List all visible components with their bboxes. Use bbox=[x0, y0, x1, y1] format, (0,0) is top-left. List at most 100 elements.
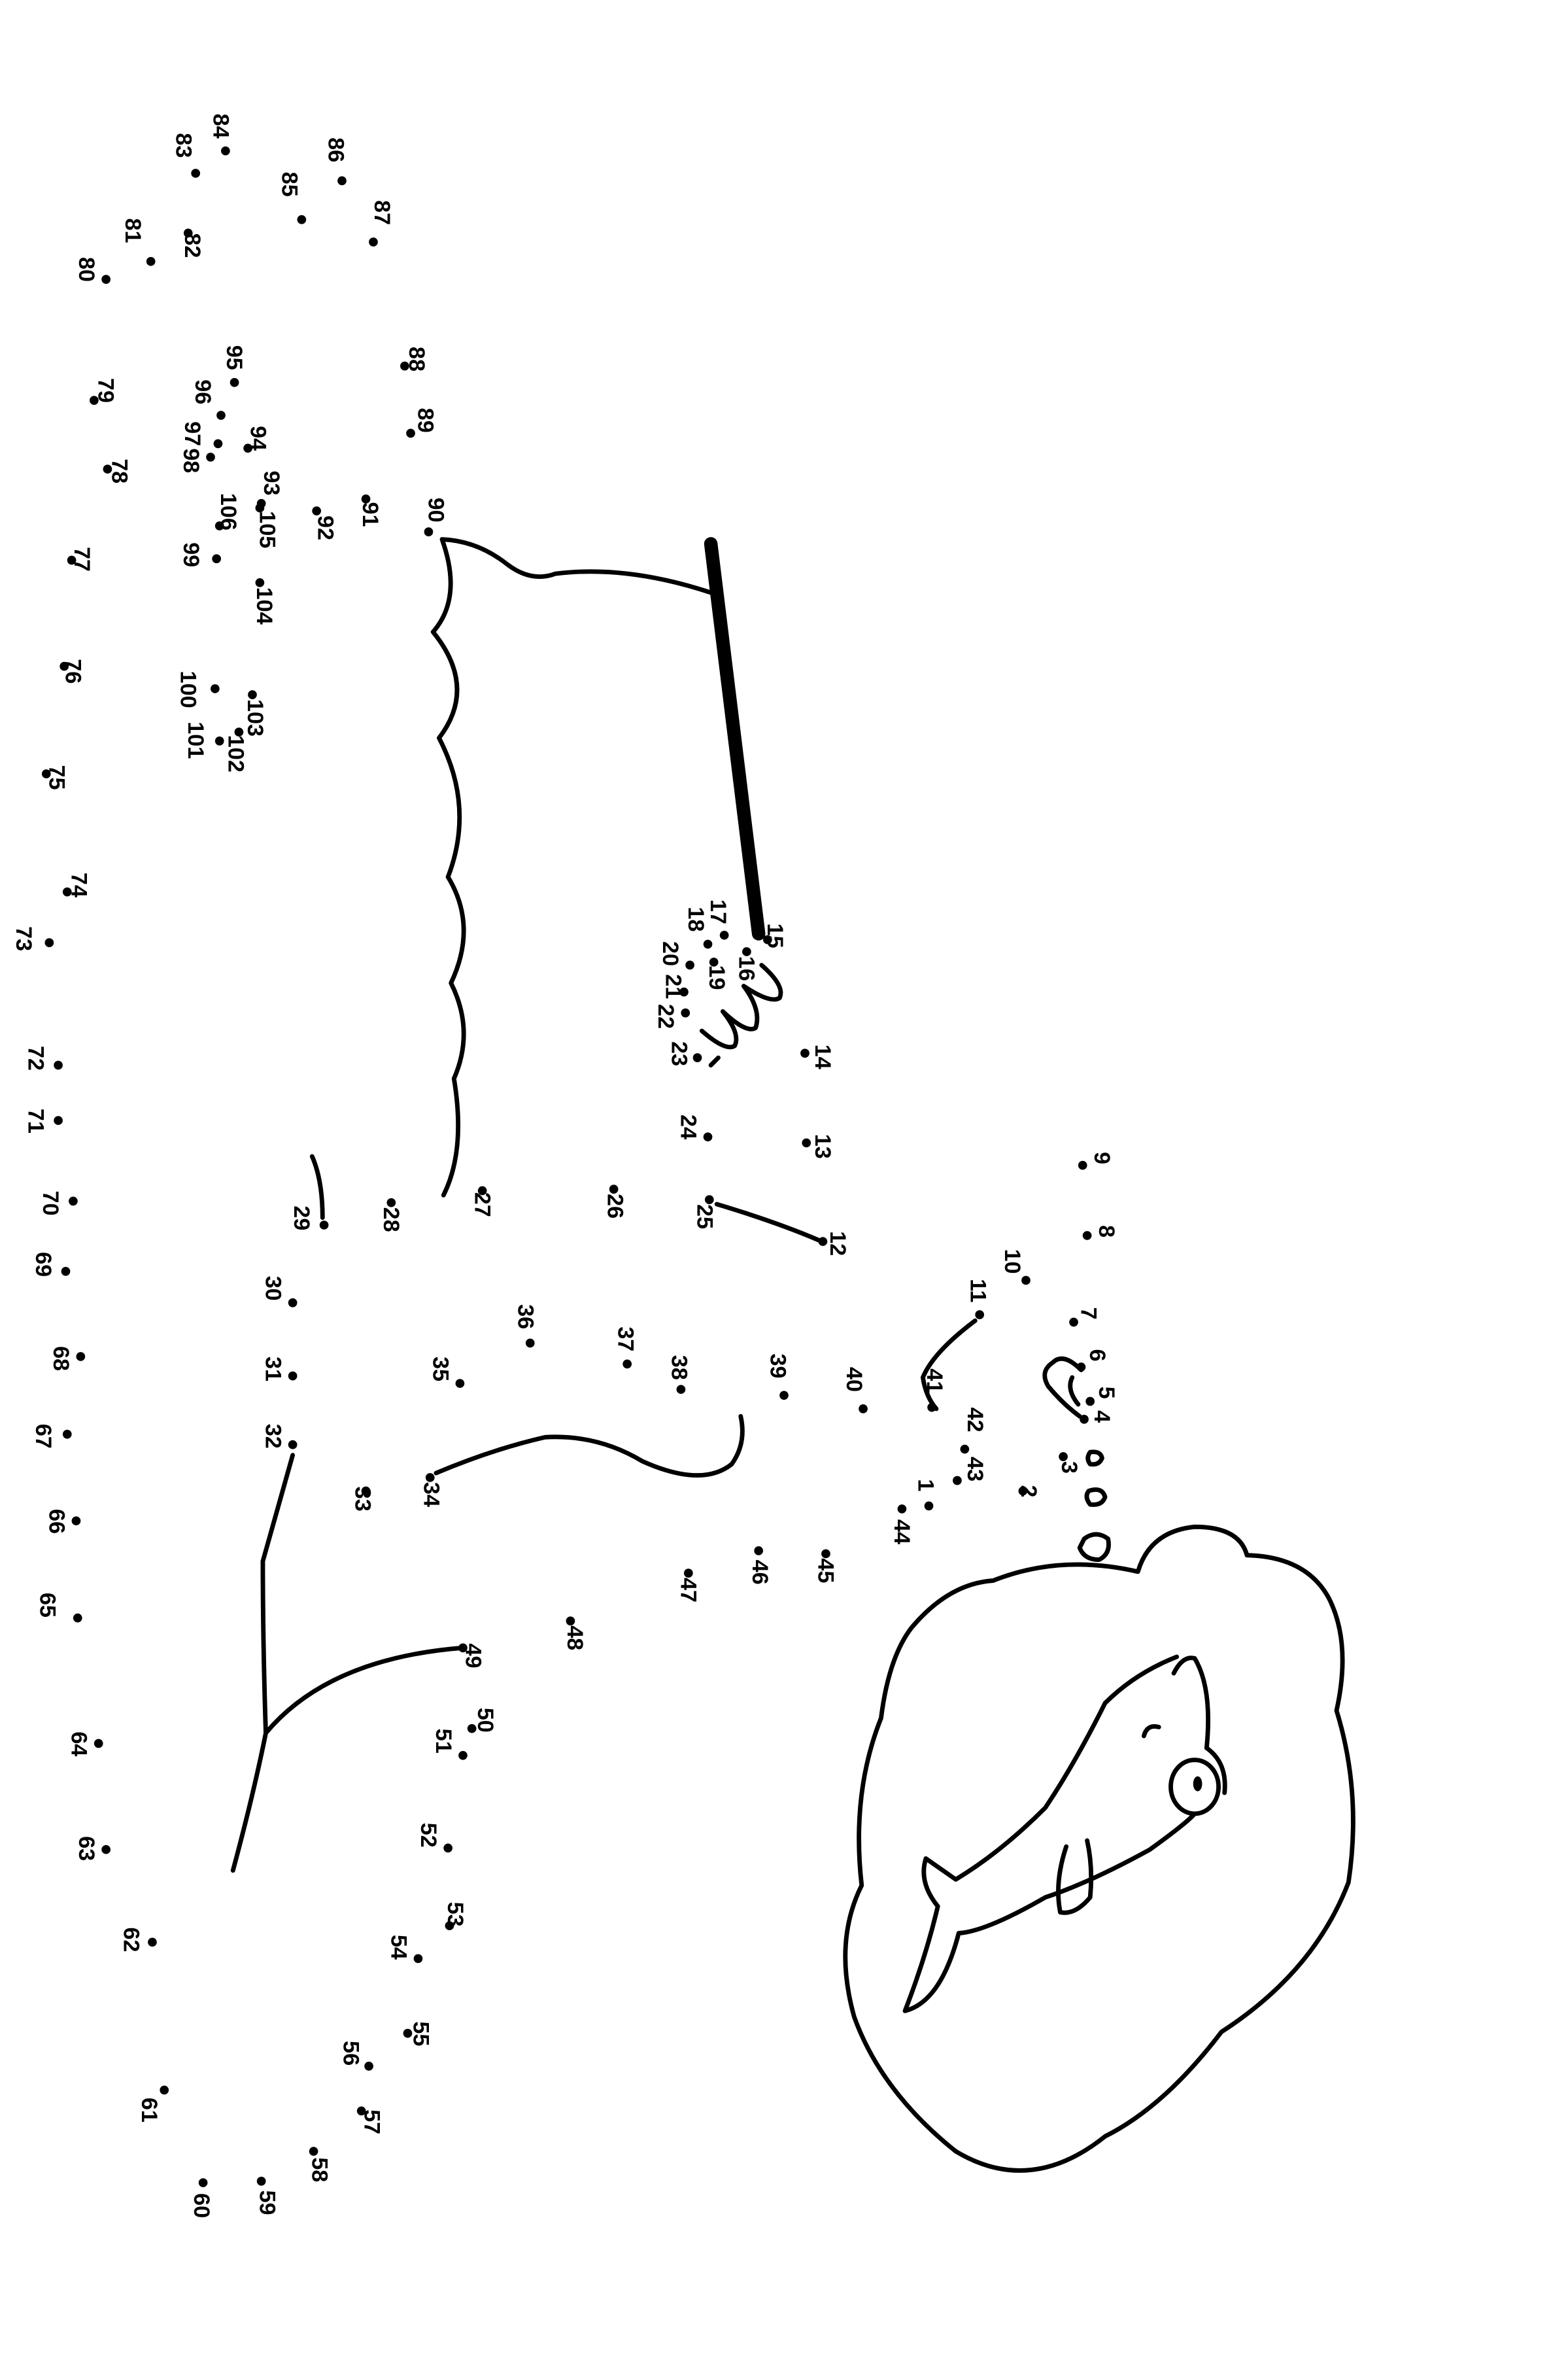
dot-73[interactable] bbox=[44, 938, 54, 948]
dot-51[interactable] bbox=[458, 1750, 468, 1760]
dot-60[interactable] bbox=[198, 2178, 208, 2187]
dot-90[interactable] bbox=[424, 527, 434, 536]
dot-55[interactable] bbox=[403, 2028, 413, 2038]
dot-17[interactable] bbox=[719, 930, 729, 940]
dot-27[interactable] bbox=[477, 1186, 487, 1196]
dot-106[interactable] bbox=[214, 521, 224, 530]
dot-22[interactable] bbox=[681, 1008, 690, 1018]
dot-50[interactable] bbox=[467, 1724, 477, 1733]
dot-30[interactable] bbox=[288, 1298, 298, 1308]
dot-13[interactable] bbox=[802, 1138, 811, 1148]
dot-5[interactable] bbox=[1085, 1396, 1095, 1406]
dot-9[interactable] bbox=[1078, 1160, 1087, 1170]
dot-24[interactable] bbox=[703, 1132, 713, 1142]
dot-99[interactable] bbox=[212, 554, 222, 564]
dot-16[interactable] bbox=[742, 947, 751, 956]
dot-19[interactable] bbox=[709, 958, 719, 967]
dot-47[interactable] bbox=[683, 1568, 693, 1578]
dot-49[interactable] bbox=[458, 1643, 468, 1653]
dot-97[interactable] bbox=[213, 439, 223, 449]
dot-100[interactable] bbox=[211, 684, 220, 693]
dot-44[interactable] bbox=[897, 1504, 907, 1514]
dot-45[interactable] bbox=[821, 1549, 830, 1559]
dot-102[interactable] bbox=[234, 727, 244, 737]
dot-46[interactable] bbox=[754, 1546, 764, 1555]
dot-78[interactable] bbox=[103, 464, 112, 474]
dot-64[interactable] bbox=[94, 1739, 103, 1748]
dot-56[interactable] bbox=[364, 2062, 373, 2071]
dot-92[interactable] bbox=[312, 506, 322, 516]
dot-21[interactable] bbox=[679, 987, 689, 997]
dot-26[interactable] bbox=[609, 1185, 619, 1194]
dot-57[interactable] bbox=[356, 2106, 366, 2116]
dot-82[interactable] bbox=[183, 228, 193, 238]
dot-15[interactable] bbox=[763, 935, 772, 944]
dot-34[interactable] bbox=[425, 1473, 435, 1482]
dot-61[interactable] bbox=[160, 2085, 169, 2095]
dot-23[interactable] bbox=[692, 1053, 702, 1062]
dot-3[interactable] bbox=[1059, 1452, 1068, 1461]
dot-10[interactable] bbox=[1021, 1275, 1031, 1285]
dot-84[interactable] bbox=[221, 146, 230, 156]
dot-98[interactable] bbox=[206, 453, 215, 462]
dot-18[interactable] bbox=[703, 939, 713, 949]
dot-75[interactable] bbox=[41, 769, 51, 779]
dot-11[interactable] bbox=[975, 1310, 985, 1319]
dot-53[interactable] bbox=[445, 1921, 454, 1931]
dot-6[interactable] bbox=[1076, 1362, 1086, 1372]
dot-29[interactable] bbox=[319, 1221, 329, 1230]
dot-74[interactable] bbox=[62, 887, 72, 897]
dot-43[interactable] bbox=[953, 1476, 962, 1485]
dot-33[interactable] bbox=[361, 1486, 371, 1496]
dot-8[interactable] bbox=[1082, 1231, 1092, 1240]
dot-1[interactable] bbox=[924, 1501, 934, 1511]
dot-81[interactable] bbox=[146, 256, 156, 266]
dot-105[interactable] bbox=[255, 503, 265, 513]
dot-66[interactable] bbox=[71, 1516, 81, 1526]
dot-95[interactable] bbox=[230, 377, 239, 387]
dot-25[interactable] bbox=[704, 1195, 714, 1204]
dot-48[interactable] bbox=[566, 1616, 575, 1626]
dot-87[interactable] bbox=[369, 237, 378, 247]
dot-62[interactable] bbox=[148, 1937, 157, 1947]
dot-32[interactable] bbox=[288, 1440, 298, 1449]
dot-35[interactable] bbox=[455, 1379, 465, 1388]
dot-68[interactable] bbox=[76, 1352, 86, 1361]
dot-59[interactable] bbox=[256, 2176, 266, 2186]
dot-14[interactable] bbox=[800, 1048, 810, 1058]
dot-77[interactable] bbox=[67, 555, 77, 565]
dot-85[interactable] bbox=[297, 215, 307, 224]
dot-37[interactable] bbox=[622, 1359, 632, 1369]
dot-76[interactable] bbox=[60, 661, 69, 671]
dot-42[interactable] bbox=[960, 1444, 970, 1454]
dot-104[interactable] bbox=[255, 578, 265, 587]
dot-89[interactable] bbox=[406, 428, 415, 438]
dot-40[interactable] bbox=[859, 1404, 868, 1413]
dot-12[interactable] bbox=[818, 1237, 828, 1246]
dot-103[interactable] bbox=[248, 690, 257, 699]
dot-101[interactable] bbox=[214, 736, 224, 746]
dot-20[interactable] bbox=[685, 960, 694, 970]
dot-36[interactable] bbox=[525, 1338, 535, 1348]
dot-72[interactable] bbox=[54, 1060, 63, 1070]
dot-80[interactable] bbox=[101, 275, 111, 284]
dot-28[interactable] bbox=[386, 1198, 396, 1207]
dot-58[interactable] bbox=[309, 2147, 318, 2156]
dot-7[interactable] bbox=[1069, 1317, 1078, 1327]
dot-52[interactable] bbox=[443, 1843, 452, 1853]
dot-86[interactable] bbox=[337, 176, 347, 186]
dot-65[interactable] bbox=[73, 1613, 82, 1623]
dot-83[interactable] bbox=[191, 169, 201, 178]
dot-67[interactable] bbox=[62, 1429, 72, 1439]
dot-69[interactable] bbox=[61, 1266, 71, 1276]
dot-91[interactable] bbox=[361, 494, 371, 504]
dot-31[interactable] bbox=[288, 1371, 298, 1381]
dot-38[interactable] bbox=[676, 1385, 686, 1395]
dot-4[interactable] bbox=[1080, 1415, 1089, 1424]
dot-96[interactable] bbox=[216, 411, 226, 420]
dot-63[interactable] bbox=[101, 1845, 111, 1854]
dot-79[interactable] bbox=[90, 396, 99, 405]
dot-94[interactable] bbox=[243, 443, 252, 453]
dot-2[interactable] bbox=[1018, 1486, 1028, 1496]
dot-41[interactable] bbox=[927, 1402, 936, 1412]
